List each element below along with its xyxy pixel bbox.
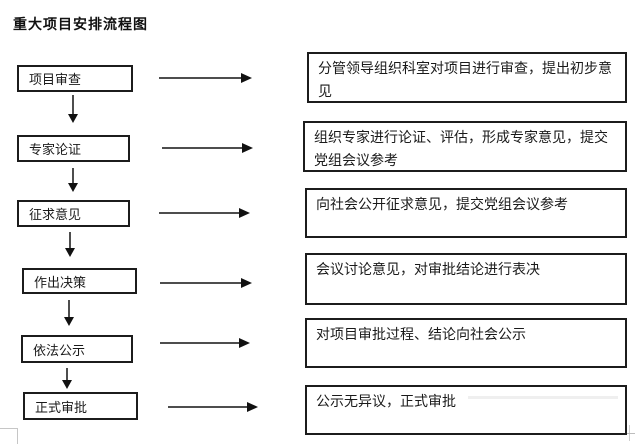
scan-smudge-artifact [468,396,618,399]
flow-step-box-6: 正式审批 [23,392,138,420]
flow-step-label: 征求意见 [29,207,82,222]
arrow-down-icon [63,300,75,326]
page-corner-artifact [0,428,18,444]
flow-desc-box-5: 对项目审批过程、结论向社会公示 [305,318,627,368]
arrow-head [247,402,258,412]
flow-step-label: 项目审查 [29,72,82,87]
edge-line-artifact [627,433,635,434]
page-title: 重大项目安排流程图 [13,18,148,33]
flow-desc-text: 会议讨论意见，对审批结论进行表决 [316,263,540,278]
arrow-head [241,73,252,83]
arrow-head [62,380,72,389]
flow-step-box-5: 依法公示 [21,335,133,363]
arrow-shaft [66,368,68,382]
arrow-down-icon [64,232,76,257]
arrow-shaft [68,300,70,319]
arrow-shaft [159,77,244,79]
arrow-head [68,114,78,123]
arrow-shaft [162,147,245,149]
flow-desc-text: 对项目审批过程、结论向社会公示 [316,328,526,343]
arrow-head [242,143,253,153]
arrow-down-icon [61,368,73,389]
arrow-shaft [160,342,242,344]
arrow-shaft [168,406,250,408]
arrow-head [64,317,74,326]
flow-step-box-2: 专家论证 [17,135,130,162]
arrow-down-icon [67,95,79,123]
arrow-head [239,338,250,348]
flow-desc-box-4: 会议讨论意见，对审批结论进行表决 [305,253,627,305]
flow-desc-text: 向社会公开征求意见，提交党组会议参考 [316,198,568,213]
flow-desc-text: 公示无异议，正式审批 [316,395,456,410]
flow-step-box-3: 征求意见 [17,200,130,227]
arrow-shaft [159,212,242,214]
flow-step-box-1: 项目审查 [17,65,133,92]
arrow-head [241,278,252,288]
arrow-right-icon [162,142,253,154]
arrow-shaft [160,282,244,284]
arrow-head [239,208,250,218]
flow-desc-box-2: 组织专家进行论证、评估，形成专家意见，提交党组会议参考 [303,121,627,172]
arrow-shaft [69,232,71,250]
arrow-shaft [72,95,74,116]
flow-desc-text: 分管领导组织科室对项目进行审查，提出初步意见 [318,62,612,100]
arrow-head [68,183,78,192]
flow-step-label: 作出决策 [34,274,87,290]
flow-desc-text: 组织专家进行论证、评估，形成专家意见，提交党组会议参考 [314,131,608,169]
arrow-shaft [72,168,74,185]
flow-desc-box-1: 分管领导组织科室对项目进行审查，提出初步意见 [307,52,627,103]
flow-step-label: 依法公示 [33,342,86,358]
arrow-right-icon [168,401,258,413]
flow-step-label: 专家论证 [29,142,82,157]
flow-desc-box-6: 公示无异议，正式审批 [305,385,627,435]
arrow-head [65,248,75,257]
arrow-right-icon [159,72,252,84]
arrow-right-icon [160,337,250,349]
flow-step-box-4: 作出决策 [22,268,137,294]
flow-step-label: 正式审批 [35,399,88,415]
flow-desc-box-3: 向社会公开征求意见，提交党组会议参考 [305,188,627,238]
arrow-right-icon [160,277,252,289]
arrow-right-icon [159,207,250,219]
arrow-down-icon [67,168,79,192]
